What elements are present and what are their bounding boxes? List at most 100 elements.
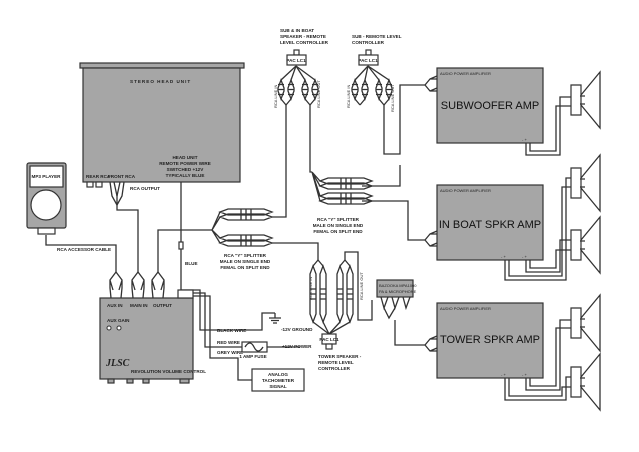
amp-header: AUDIO POWER AMPLIFIER [440, 188, 491, 193]
splitter-label-line: MALE ON SINGLE END [220, 259, 271, 264]
subwoofer-amp: AUDIO POWER AMPLIFIER SUBWOOFER AMP - + [436, 67, 544, 144]
pac-lead [378, 98, 385, 106]
splitter-label-line: RCA "Y" SPLITTER [224, 253, 267, 258]
aux-gain-knob[interactable] [106, 325, 112, 331]
wire-to-pac1 [272, 105, 287, 218]
brand-logo: JLSC [105, 358, 130, 369]
ground-label: -12V GROUND [281, 327, 313, 332]
bazooka-pa: BAZOOKA MPA1000 PA & MICROPHONE [376, 279, 417, 320]
wire-red [193, 292, 300, 348]
amp-title: IN BOAT SPKR AMP [439, 219, 541, 231]
pac-lead [295, 65, 316, 81]
wire-sub-speaker [525, 96, 580, 156]
revolution-volume-control: AUX IN MAIN IN OUTPUT AUX GAIN JLSC REVO… [99, 289, 206, 384]
splitter-fork [211, 211, 221, 244]
mp3-player: MP3 PLAYER RCA ACCESSOR CABLE [26, 162, 111, 252]
aux-in-label: AUX IN [107, 303, 123, 308]
rca-plug [109, 271, 123, 299]
amplifiers: AUDIO POWER AMPLIFIER SUBWOOFER AMP - + … [424, 67, 544, 379]
pac-lead [328, 321, 351, 335]
pac-lead [359, 98, 366, 106]
pac-label: PAC LC1 [358, 58, 378, 63]
inboat-speaker-amp: AUDIO POWER AMPLIFIER IN BOAT SPKR AMP -… [436, 184, 544, 261]
wire-output-to-splitter [157, 229, 212, 272]
fuse-label: 1 AMP FUSE [239, 354, 266, 359]
wire-rca-output [116, 195, 139, 272]
pac-lead [280, 98, 287, 106]
aux-gain-knob[interactable] [116, 325, 122, 331]
wire-pac1-out [309, 105, 312, 173]
pac-lead [280, 65, 297, 81]
tach-label: ANALOG [268, 372, 288, 377]
amp-terminal-label: - + [522, 372, 527, 377]
pac-lead [339, 259, 346, 267]
controller-label: TOWER SPEAKER - [318, 354, 362, 359]
controller-label: SUB & IN BOAT [280, 28, 314, 33]
pac-lead [290, 65, 297, 81]
rca-coupler [218, 208, 274, 216]
rca-coupler [218, 213, 274, 221]
amp-terminal-label: - + [501, 254, 506, 259]
rear-rca-jack [86, 181, 94, 188]
rca-coupler [301, 78, 309, 101]
tower-speaker-amp: AUDIO POWER AMPLIFIER TOWER SPKR AMP - +… [436, 302, 544, 379]
speaker-terminal [570, 229, 582, 261]
rca-y-splitters [211, 171, 374, 247]
controller-label: CONTROLLER [352, 40, 385, 45]
wire-sub-pac-to-amp [383, 84, 425, 155]
speaker-lead [580, 318, 585, 328]
speaker-lead [580, 240, 585, 250]
speaker-terminal [570, 366, 582, 398]
output-label: OUTPUT [153, 303, 172, 308]
splitter-label-line: FEMAL ON SPLIT END [313, 229, 363, 234]
head-unit-title: STEREO HEAD UNIT [130, 79, 191, 84]
splitter-label-line: FEMAL ON SPLIT END [220, 265, 270, 270]
rca-coupler [287, 78, 295, 101]
rca-coupler [319, 264, 327, 324]
power-label: +12V POWER [282, 344, 312, 349]
remote-wire-label: SWITCHED +12V [167, 167, 205, 172]
bazooka-rca-plugs [380, 296, 411, 320]
line-out-label: RCA LINE OUT [390, 84, 395, 112]
wire-grey [193, 295, 252, 381]
controller-label: CONTROLLER [318, 366, 351, 371]
wire-remote-blue [180, 182, 193, 291]
wire-mp3-cable [45, 235, 117, 272]
speakers [570, 70, 601, 412]
rca-coupler [336, 264, 344, 324]
blue-wire-label: BLUE [185, 261, 198, 266]
pac-controller-sub-inboat: SUB & IN BOAT SPEAKER - REMOTE LEVEL CON… [273, 28, 329, 108]
pac-lead [383, 98, 390, 106]
rca-coupler [346, 264, 354, 324]
pac-controller-sub: SUB - REMOTE LEVEL CONTROLLER PAC LC1 RC… [346, 34, 402, 112]
pac-lead [344, 259, 351, 267]
wire-tower-out [344, 251, 373, 321]
front-rca-label: FRONT RCA [108, 174, 136, 179]
red-wire-label: RED WIRE [217, 340, 240, 345]
line-in-label: RCA LINE IN [273, 85, 278, 108]
pac-lead [367, 65, 390, 81]
rear-rca-jack [95, 181, 103, 188]
speaker-cone-icon [580, 352, 601, 412]
pac-lead [354, 65, 369, 81]
rca-coupler [218, 239, 274, 247]
remote-wire-label: REMOTE POWER WIRE [159, 161, 211, 166]
rca-cable-label: RCA ACCESSOR CABLE [57, 247, 111, 252]
click-wheel-icon [30, 189, 62, 221]
pac-label: PAC LC1 [286, 58, 306, 63]
amp-input-plug [424, 75, 438, 92]
wire-to-sub-pac [362, 165, 401, 187]
speaker-cone-icon [580, 215, 601, 275]
pac-lead [367, 65, 380, 81]
rca-coupler [277, 78, 285, 101]
pac-lead [285, 98, 292, 106]
fuse-icon [244, 342, 264, 352]
tachometer-signal: ANALOG TACHOMETER SIGNAL [251, 368, 305, 392]
controller-label: SUB - REMOTE LEVEL [352, 34, 402, 39]
wire-black [193, 289, 275, 331]
pac-lead [312, 259, 319, 267]
amp-title: SUBWOOFER AMP [441, 100, 539, 112]
wire-bazooka-to-amp [394, 320, 425, 346]
rca-output-label: RCA OUTPUT [130, 186, 160, 191]
